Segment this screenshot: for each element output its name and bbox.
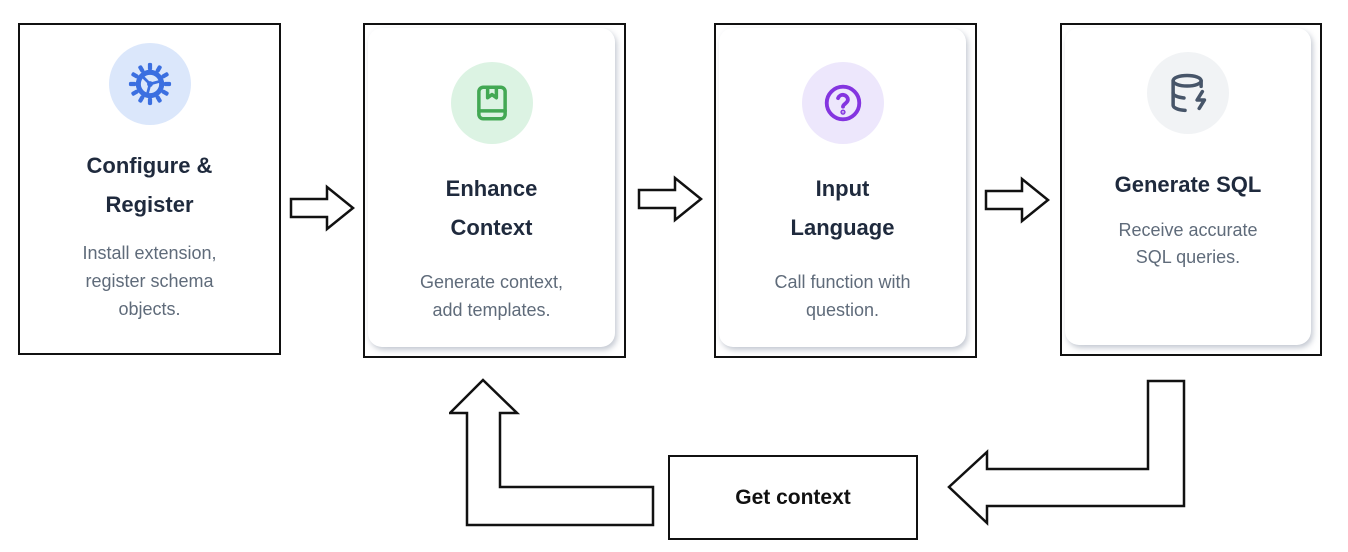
card-enhance-context-body: Enhance Context Generate context, add te… (368, 28, 615, 347)
database-zap-icon (1171, 73, 1207, 113)
loop-arrow-up (449, 378, 655, 527)
book-icon (476, 85, 507, 121)
loop-arrow-left (947, 379, 1186, 526)
gear-icon (128, 62, 171, 106)
card-title: Enhance Context (445, 176, 538, 240)
card-title: Configure & Register (86, 153, 213, 217)
card-generate-sql: Generate SQL Receive accurate SQL querie… (1060, 23, 1322, 356)
gear-icon-badge (108, 43, 191, 125)
card-description: Call function with question. (774, 272, 911, 320)
flow-arrow-right-3 (984, 176, 1050, 224)
card-configure-register-body: Configure & Register Install extension, … (22, 27, 277, 351)
card-description: Generate context, add templates. (419, 272, 564, 320)
card-configure-register: Configure & Register Install extension, … (18, 23, 281, 355)
help-circle-icon-badge (801, 62, 884, 144)
card-title: Input Language (790, 176, 895, 240)
card-description: Install extension, register schema objec… (82, 243, 217, 319)
get-context-label: Get context (735, 485, 851, 509)
card-enhance-context: Enhance Context Generate context, add te… (363, 23, 626, 358)
card-input-language-body: Input Language Call function with questi… (719, 28, 966, 347)
flow-arrow-right-2 (637, 175, 703, 223)
get-context-box: Get context (668, 455, 918, 540)
card-generate-sql-body: Generate SQL Receive accurate SQL querie… (1065, 28, 1311, 345)
flow-arrow-right-1 (289, 184, 355, 232)
database-zap-icon-badge (1147, 52, 1229, 134)
card-title: Generate SQL (1114, 172, 1262, 197)
card-description: Receive accurate SQL queries. (1118, 219, 1258, 268)
book-icon-badge (450, 62, 533, 144)
help-circle-icon (824, 84, 861, 122)
card-input-language: Input Language Call function with questi… (714, 23, 977, 358)
